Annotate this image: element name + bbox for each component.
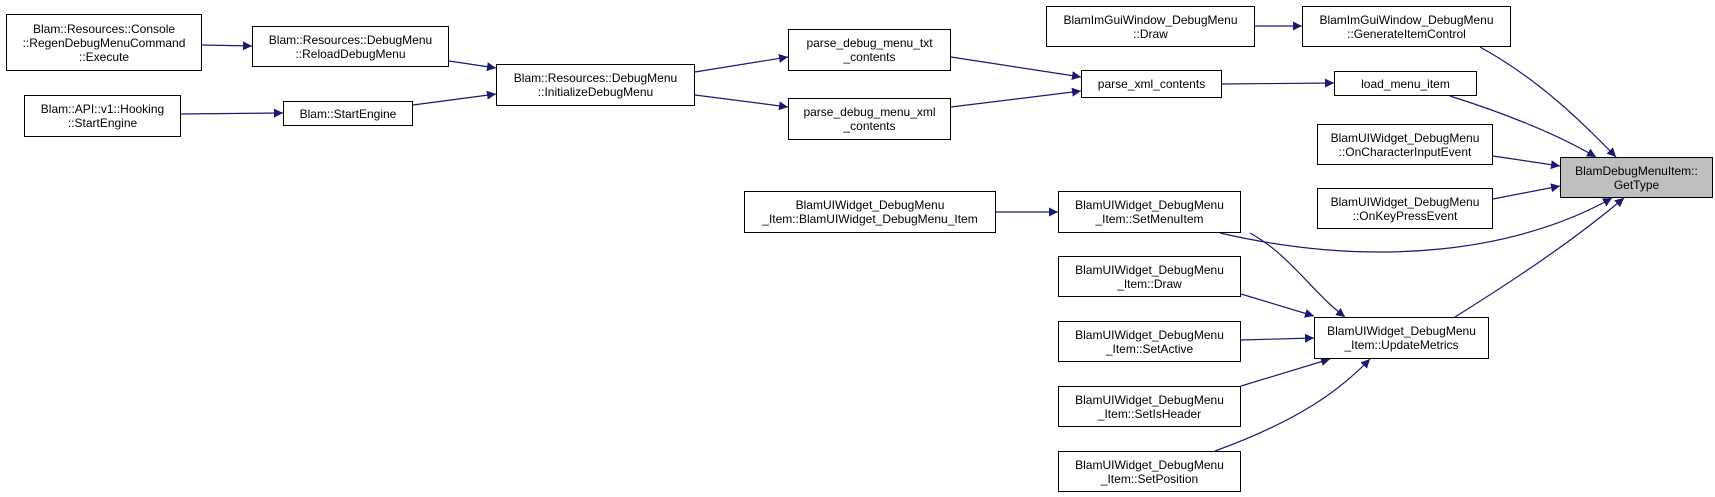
node-get-type: BlamDebugMenuItem::GetType	[1560, 157, 1713, 198]
node-label-line: _Item::SetIsHeader	[1097, 406, 1202, 421]
node-label-line: Blam::Resources::DebugMenu	[513, 71, 678, 85]
node-label-line: load_menu_item	[1361, 76, 1450, 91]
node-item-setposition[interactable]: BlamUIWidget_DebugMenu_Item::SetPosition	[1058, 451, 1241, 492]
edge-item_updatemetrics-to-get_type	[1454, 197, 1625, 318]
node-item-updatemetrics[interactable]: BlamUIWidget_DebugMenu_Item::UpdateMetri…	[1314, 317, 1489, 359]
edge-item_draw-to-item_updatemetrics	[1240, 293, 1315, 318]
edge-start_engine-to-initialize_debug_menu	[412, 90, 497, 106]
node-regen-execute[interactable]: Blam::Resources::Console::RegenDebugMenu…	[6, 14, 202, 71]
node-parse-xml-dm[interactable]: parse_debug_menu_xml_contents	[788, 98, 951, 140]
node-initialize-debug-menu[interactable]: Blam::Resources::DebugMenu::InitializeDe…	[496, 64, 695, 106]
node-label-line: BlamImGuiWindow_DebugMenu	[1319, 12, 1494, 27]
node-label-line: BlamImGuiWindow_DebugMenu	[1063, 12, 1238, 27]
node-label-line: parse_debug_menu_xml	[803, 105, 936, 119]
node-label-line: ::StartEngine	[67, 116, 138, 130]
node-label-line: _contents	[843, 50, 896, 64]
edge-item_setmenuitem-to-get_type	[1219, 197, 1613, 253]
node-label-line: ::Draw	[1133, 26, 1168, 41]
node-label-line: ::InitializeDebugMenu	[537, 85, 654, 99]
node-label-line: Blam::API::v1::Hooking	[40, 102, 165, 116]
node-label-line: BlamUIWidget_DebugMenu	[1075, 392, 1224, 407]
node-label-line: BlamUIWidget_DebugMenu	[1327, 324, 1476, 338]
node-item-setmenuitem[interactable]: BlamUIWidget_DebugMenu_Item::SetMenuItem	[1058, 191, 1241, 233]
node-label-line: Blam::Resources::Console	[32, 21, 176, 36]
node-item-setisheader[interactable]: BlamUIWidget_DebugMenu_Item::SetIsHeader	[1058, 386, 1241, 427]
node-label-line: ::ReloadDebugMenu	[295, 46, 406, 61]
edge-item_setactive-to-item_updatemetrics	[1240, 333, 1315, 343]
edge-load_menu_item-to-get_type	[1449, 95, 1597, 158]
node-label-line: Blam::Resources::DebugMenu	[268, 32, 433, 47]
node-label-line: _Item::SetActive	[1105, 341, 1194, 356]
node-label-line: BlamUIWidget_DebugMenu	[1075, 457, 1224, 472]
node-label-line: _Item::UpdateMetrics	[1344, 338, 1459, 352]
edge-hooking_startengine-to-start_engine	[180, 108, 284, 118]
node-label-line: ::GenerateItemControl	[1347, 26, 1466, 41]
node-label-line: parse_debug_menu_txt	[806, 36, 933, 50]
edge-widget_onkeypress-to-get_type	[1492, 183, 1561, 200]
edge-regen_execute-to-reload_debug_menu	[201, 41, 253, 51]
node-label-line: _contents	[843, 119, 896, 133]
node-label-line: BlamUIWidget_DebugMenu	[795, 198, 945, 212]
edge-item_setisheader-to-item_updatemetrics	[1240, 357, 1331, 387]
node-label-line: BlamUIWidget_DebugMenu	[1075, 262, 1224, 277]
node-start-engine[interactable]: Blam::StartEngine	[283, 101, 413, 126]
node-label-line: _Item::BlamUIWidget_DebugMenu_Item	[762, 212, 978, 226]
edge-item_setmenuitem-to-item_updatemetrics	[1249, 232, 1346, 318]
node-widget-onkeypress[interactable]: BlamUIWidget_DebugMenu::OnKeyPressEvent	[1317, 188, 1493, 229]
node-label-line: _Item::SetMenuItem	[1095, 212, 1204, 226]
node-label-line: Blam::StartEngine	[299, 106, 397, 121]
node-label-line: ::Execute	[78, 49, 130, 64]
edge-initialize_debug_menu-to-parse_xml_dm	[694, 94, 789, 111]
node-label-line: ::OnKeyPressEvent	[1352, 208, 1458, 223]
node-widget-oncharinput[interactable]: BlamUIWidget_DebugMenu::OnCharacterInput…	[1317, 124, 1493, 165]
edge-initialize_debug_menu-to-parse_txt	[694, 53, 789, 73]
edge-widget_oncharinput-to-get_type	[1492, 155, 1561, 170]
node-label-line: BlamUIWidget_DebugMenu	[1075, 198, 1224, 212]
edge-parse_xml_dm-to-parse_xml_contents	[950, 87, 1082, 108]
node-imgui-draw[interactable]: BlamImGuiWindow_DebugMenu::Draw	[1046, 6, 1255, 47]
node-label-line: GetType	[1613, 177, 1660, 192]
node-parse-txt[interactable]: parse_debug_menu_txt_contents	[788, 29, 951, 71]
node-label-line: BlamUIWidget_DebugMenu	[1075, 327, 1224, 342]
edge-imgui_generate-to-get_type	[1479, 46, 1617, 158]
node-item-ctor[interactable]: BlamUIWidget_DebugMenu_Item::BlamUIWidge…	[744, 191, 996, 233]
node-label-line: BlamUIWidget_DebugMenu	[1330, 194, 1480, 209]
edge-item_setposition-to-item_updatemetrics	[1214, 358, 1371, 452]
node-hooking-startengine[interactable]: Blam::API::v1::Hooking::StartEngine	[24, 95, 181, 137]
node-label-line: ::OnCharacterInputEvent	[1338, 144, 1472, 159]
node-item-draw[interactable]: BlamUIWidget_DebugMenu_Item::Draw	[1058, 256, 1241, 297]
node-label-line: _Item::Draw	[1117, 276, 1182, 291]
node-label-line: ::RegenDebugMenuCommand	[22, 35, 186, 50]
node-item-setactive[interactable]: BlamUIWidget_DebugMenu_Item::SetActive	[1058, 321, 1241, 362]
node-imgui-generate[interactable]: BlamImGuiWindow_DebugMenu::GenerateItemC…	[1302, 6, 1511, 47]
node-label-line: parse_xml_contents	[1097, 77, 1206, 91]
node-load-menu-item[interactable]: load_menu_item	[1334, 71, 1477, 96]
edge-parse_xml_contents-to-load_menu_item	[1221, 78, 1335, 88]
node-label-line: BlamDebugMenuItem::	[1575, 163, 1698, 178]
edge-reload_debug_menu-to-initialize_debug_menu	[448, 60, 497, 72]
node-parse-xml-contents[interactable]: parse_xml_contents	[1081, 70, 1222, 98]
node-label-line: BlamUIWidget_DebugMenu	[1330, 130, 1480, 145]
node-reload-debug-menu[interactable]: Blam::Resources::DebugMenu::ReloadDebugM…	[252, 26, 449, 67]
edge-parse_txt-to-parse_xml_contents	[950, 56, 1082, 81]
node-label-line: _Item::SetPosition	[1100, 471, 1199, 486]
